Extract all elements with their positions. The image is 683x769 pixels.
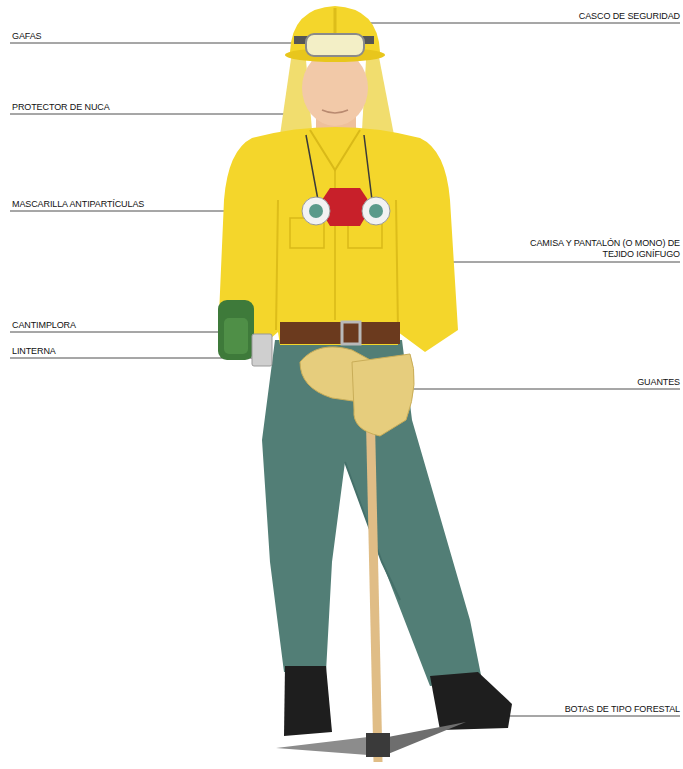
leader-lines [10,23,680,716]
part-label: MASCARILLA ANTIPARTÍCULAS [12,199,144,210]
part-label: CAMISA Y PANTALÓN (O MONO) DE TEJIDO IGN… [530,238,680,260]
part-label: LINTERNA [12,346,56,357]
part-label: GUANTES [637,377,680,388]
part-label: GAFAS [12,31,42,42]
part-label: CASCO DE SEGURIDAD [579,11,680,22]
part-label: BOTAS DE TIPO FORESTAL [565,704,680,715]
part-label: CANTIMPLORA [12,320,76,331]
part-label: PROTECTOR DE NUCA [12,102,110,113]
